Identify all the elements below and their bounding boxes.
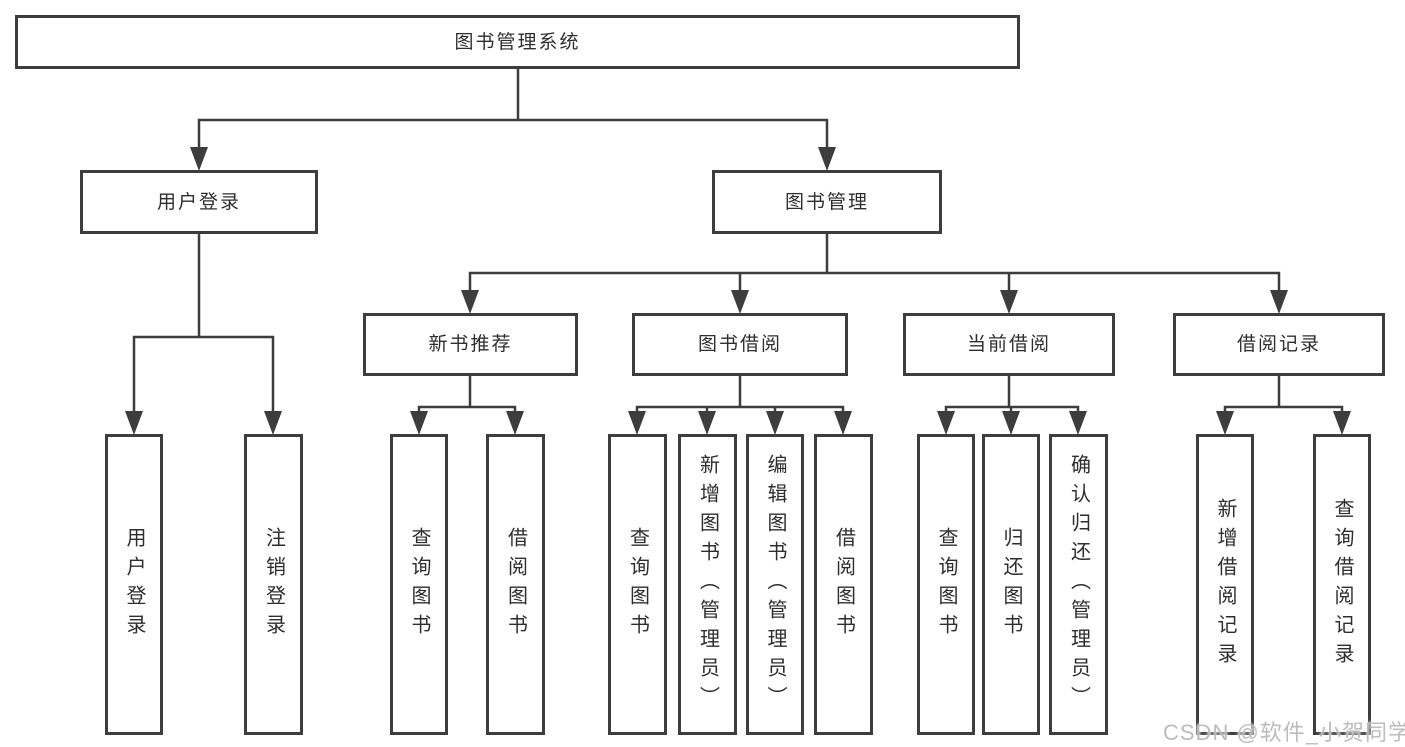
leaf-confirm-return-admin: 确认归还（管理员） (1049, 434, 1108, 735)
leaf-borrow-books-borrowing: 借阅图书 (814, 434, 873, 735)
leaf-query-borrow-record: 查询借阅记录 (1313, 434, 1371, 735)
node-borrowing-records: 借阅记录 (1173, 313, 1385, 376)
leaf-add-book-admin: 新增图书（管理员） (678, 434, 737, 735)
node-new-book-recommendation: 新书推荐 (363, 313, 578, 376)
leaf-logout: 注销登录 (244, 434, 303, 735)
leaf-edit-book-admin: 编辑图书（管理员） (746, 434, 804, 735)
leaf-query-books-current: 查询图书 (917, 434, 975, 735)
leaf-query-books-borrowing: 查询图书 (608, 434, 667, 735)
leaf-query-books-recommend: 查询图书 (390, 434, 448, 735)
leaf-user-login: 用户登录 (105, 434, 163, 735)
node-book-borrowing: 图书借阅 (632, 313, 848, 376)
leaf-borrow-books-recommend: 借阅图书 (486, 434, 545, 735)
node-current-borrowing: 当前借阅 (903, 313, 1115, 376)
node-user-login: 用户登录 (80, 170, 318, 234)
leaf-return-book: 归还图书 (982, 434, 1040, 735)
leaf-add-borrow-record: 新增借阅记录 (1196, 434, 1254, 735)
node-root: 图书管理系统 (15, 15, 1020, 69)
node-book-management: 图书管理 (712, 170, 942, 234)
